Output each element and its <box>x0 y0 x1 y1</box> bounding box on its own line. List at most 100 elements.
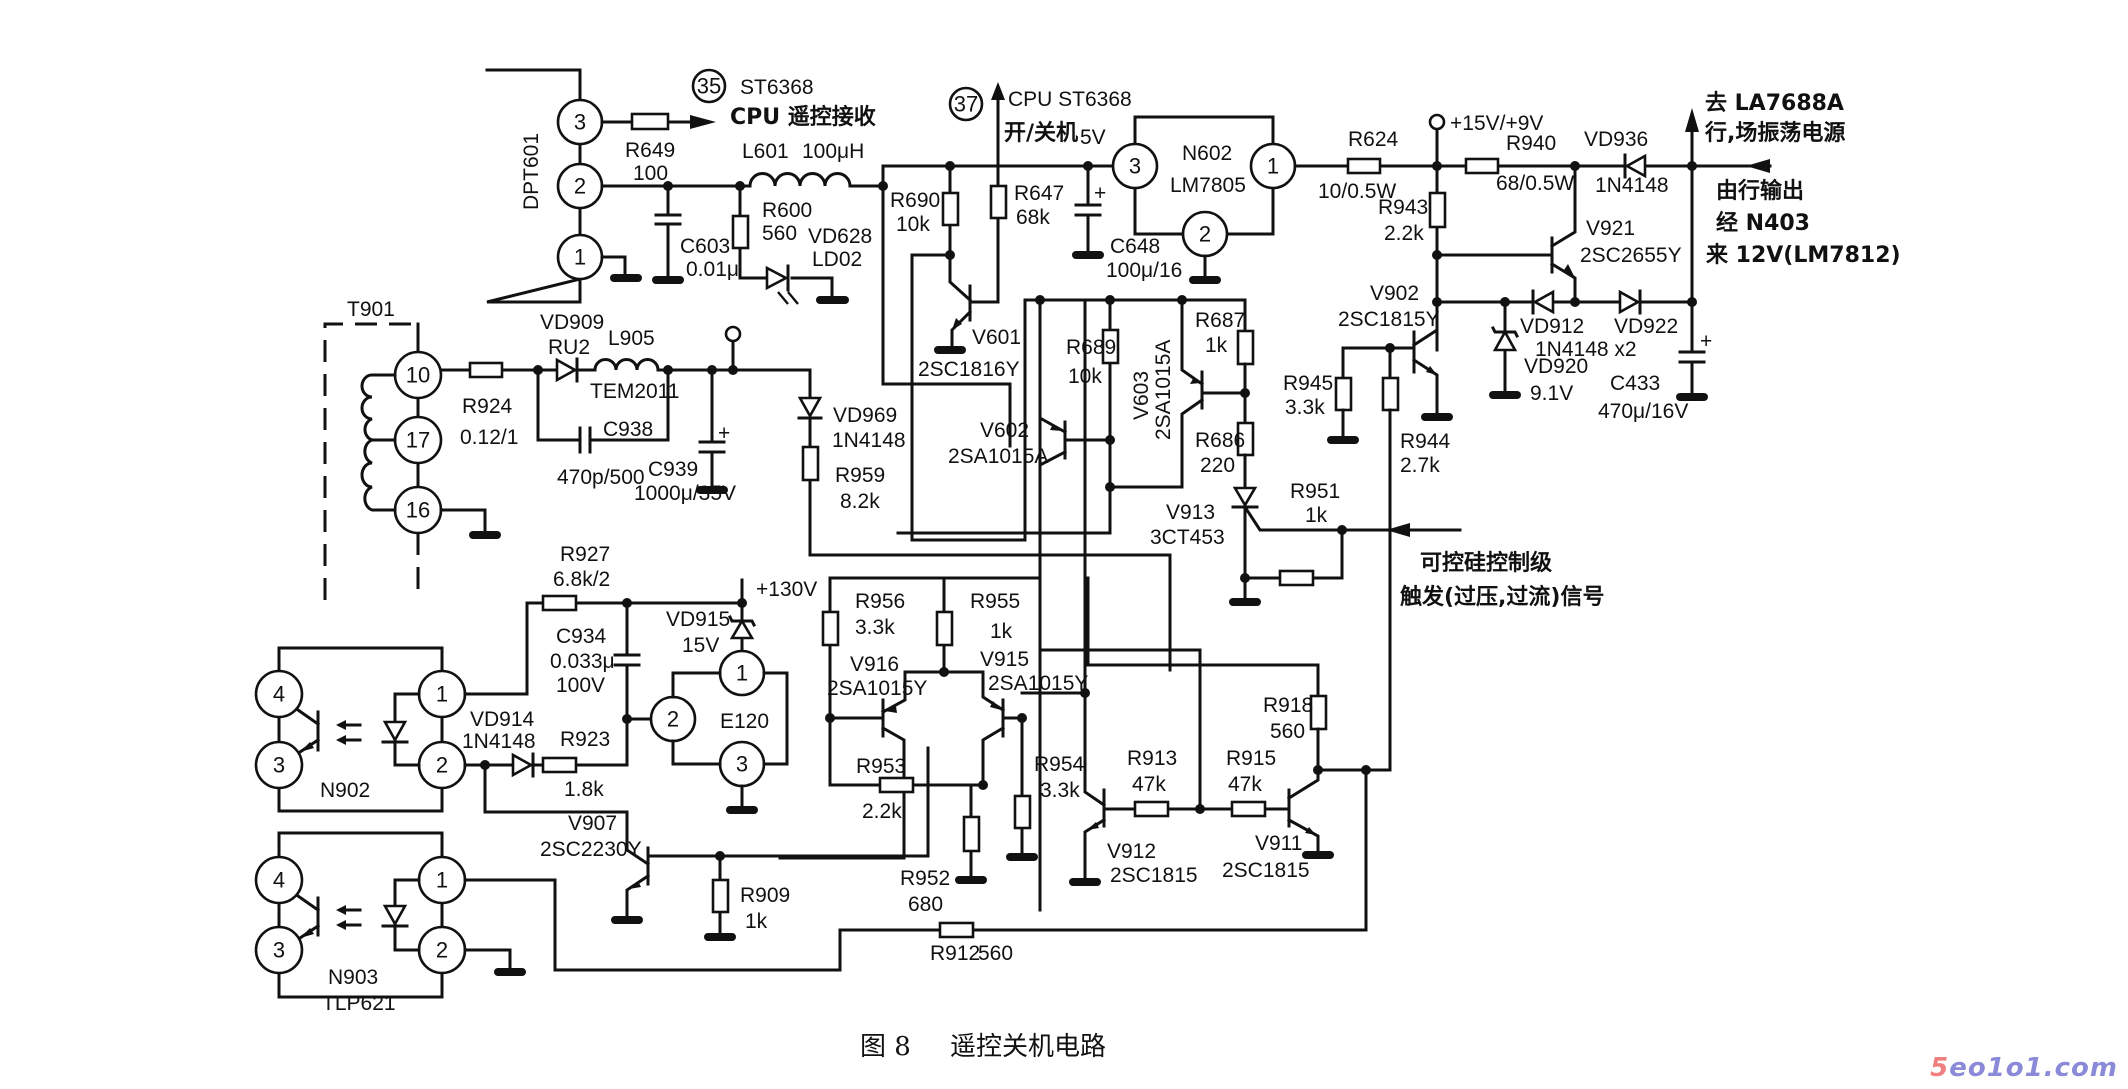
r690: R690 10k <box>890 164 960 260</box>
supply-130v-label: +130V <box>756 578 817 601</box>
r624-ref: R624 <box>1348 128 1399 151</box>
e120-ref: E120 <box>720 710 769 733</box>
l905-value: TEM2011 <box>590 380 680 403</box>
vd915-ref: VD915 <box>666 608 730 631</box>
r943-ref: R943 <box>1378 196 1428 219</box>
r954-value: 3.3k <box>1040 779 1080 802</box>
v921-ref: V921 <box>1586 217 1635 240</box>
r954-ref: R954 <box>1034 753 1085 776</box>
r649-value: 100 <box>633 162 668 185</box>
c934-value: 0.033μ <box>550 650 615 673</box>
n602-pin-1: 1 <box>1267 154 1279 179</box>
r956-value: 3.3k <box>855 616 895 639</box>
r959-ref: R959 <box>835 464 885 487</box>
cpu-pin35-desc: CPU 遥控接收 <box>730 104 876 130</box>
c648-value: 100μ/16 <box>1106 259 1182 282</box>
r689: R689 10k <box>1066 298 1120 492</box>
right-bus: 去 LA7688A 行,场振荡电源 由行输出 经 N403 来 12V(LM78… <box>1685 91 1901 307</box>
vd914-ref: VD914 <box>470 708 535 731</box>
r924-ref: R924 <box>462 395 513 418</box>
supply-130v: +130V VD915 15V <box>666 578 817 657</box>
c938-ref: C938 <box>603 418 653 441</box>
n903-pin-2: 2 <box>436 938 448 963</box>
watermark-part1: 5 <box>1930 1053 1950 1083</box>
r927-ref: R927 <box>560 543 610 566</box>
v603-transistor: V603 2SA1015A <box>1108 298 1247 489</box>
v915-value: 2SA1015Y <box>988 672 1088 695</box>
caption-number: 图 8 <box>860 1032 911 1062</box>
n903-pin-4: 4 <box>273 868 285 893</box>
vd969-ref: VD969 <box>833 404 897 427</box>
r953: R953 2.2k <box>856 755 915 823</box>
arrow-left-icon <box>1746 159 1770 173</box>
dpt601-pin-2: 2 <box>574 174 586 199</box>
r647: R647 68k <box>989 82 1064 252</box>
watermark: 5eo1o1.com <box>1930 1053 2118 1083</box>
r915-ref: R915 <box>1226 747 1276 770</box>
r952-ref: R952 <box>900 867 950 890</box>
r915-value: 47k <box>1228 773 1262 796</box>
n602-regulator: 3 1 2 N602 LM7805 <box>1111 115 1297 284</box>
c934-ref: C934 <box>556 625 607 648</box>
t901-pin-16: 16 <box>406 498 430 523</box>
r951-ref: R951 <box>1290 480 1340 503</box>
v912-value: 2SC1815 <box>1110 864 1198 887</box>
v916-transistor: V916 2SA1015Y <box>778 653 946 860</box>
vd628-value: LD02 <box>812 248 862 271</box>
n902-pin-3: 3 <box>273 753 285 778</box>
r918: R918 560 <box>1263 694 1371 775</box>
arrow-up-icon <box>1685 108 1699 132</box>
l601-ref: L601 <box>742 140 789 163</box>
c939-value: 1000μ/35V <box>634 482 736 505</box>
c648: + C648 100μ/16 <box>1072 164 1182 282</box>
r600-vd628: R600 560 VD628 LD02 <box>731 184 872 305</box>
v907-transistor: V907 2SC2230Y <box>540 746 930 924</box>
vd914-r923: VD914 1N4148 R923 1.8k <box>462 708 629 801</box>
r944-value: 2.7k <box>1400 454 1440 477</box>
t901-ref: T901 <box>347 298 395 321</box>
c938-value: 470p/500 <box>557 466 645 489</box>
c603-value: 0.01μ <box>686 258 739 281</box>
r945-value: 3.3k <box>1285 396 1325 419</box>
arrow-up-icon <box>991 82 1005 100</box>
v913-ref: V913 <box>1166 501 1215 524</box>
r600-ref: R600 <box>762 199 812 222</box>
r600-value: 560 <box>762 222 797 245</box>
v603-value: 2SA1015A <box>1152 340 1175 440</box>
vd909-value: RU2 <box>548 336 590 359</box>
r955-ref: R955 <box>970 590 1020 613</box>
figure-caption: 图 8 遥控关机电路 <box>860 1032 1106 1062</box>
e120-pin-3: 3 <box>736 752 748 777</box>
n902-pin-2: 2 <box>436 753 448 778</box>
supply-5v-label: 5V <box>1080 126 1106 149</box>
n903-optocoupler: 4 3 1 2 N903 TLP621 <box>254 831 557 1015</box>
v911-ref: V911 <box>1255 832 1303 855</box>
r909: R909 1k <box>704 854 790 941</box>
r909-ref: R909 <box>740 884 790 907</box>
r913: R913 47k <box>1127 747 1234 818</box>
r647-value: 68k <box>1016 206 1050 229</box>
arrow-right-icon <box>690 115 716 129</box>
v915-transistor: V915 2SA1015Y <box>942 648 1088 790</box>
from-hout-line1: 由行输出 <box>1716 178 1804 204</box>
terminal-130v-top <box>724 325 742 372</box>
r912-ref: R912 <box>930 942 980 965</box>
e120-pin-2: 2 <box>667 707 679 732</box>
r945: R945 3.3k <box>1283 372 1359 444</box>
n903-pin-1: 1 <box>436 868 448 893</box>
v602-value: 2SA1015A <box>948 445 1048 468</box>
v915-ref: V915 <box>980 648 1029 671</box>
v601-ref: V601 <box>972 326 1021 349</box>
plus-sign: + <box>718 422 730 445</box>
r955-value: 1k <box>990 620 1013 643</box>
r918-ref: R918 <box>1263 694 1313 717</box>
supply-15v-terminal: +15V/+9V <box>1428 112 1543 168</box>
r923-value: 1.8k <box>564 778 604 801</box>
dpt601-pin-1: 1 <box>574 245 586 270</box>
n602-ref: N602 <box>1182 142 1232 165</box>
v902-transistor: V902 2SC1815Y <box>1338 282 1453 421</box>
v916-value: 2SA1015Y <box>827 677 927 700</box>
l905: L905 TEM2011 <box>575 327 704 403</box>
r956-ref: R956 <box>855 590 905 613</box>
